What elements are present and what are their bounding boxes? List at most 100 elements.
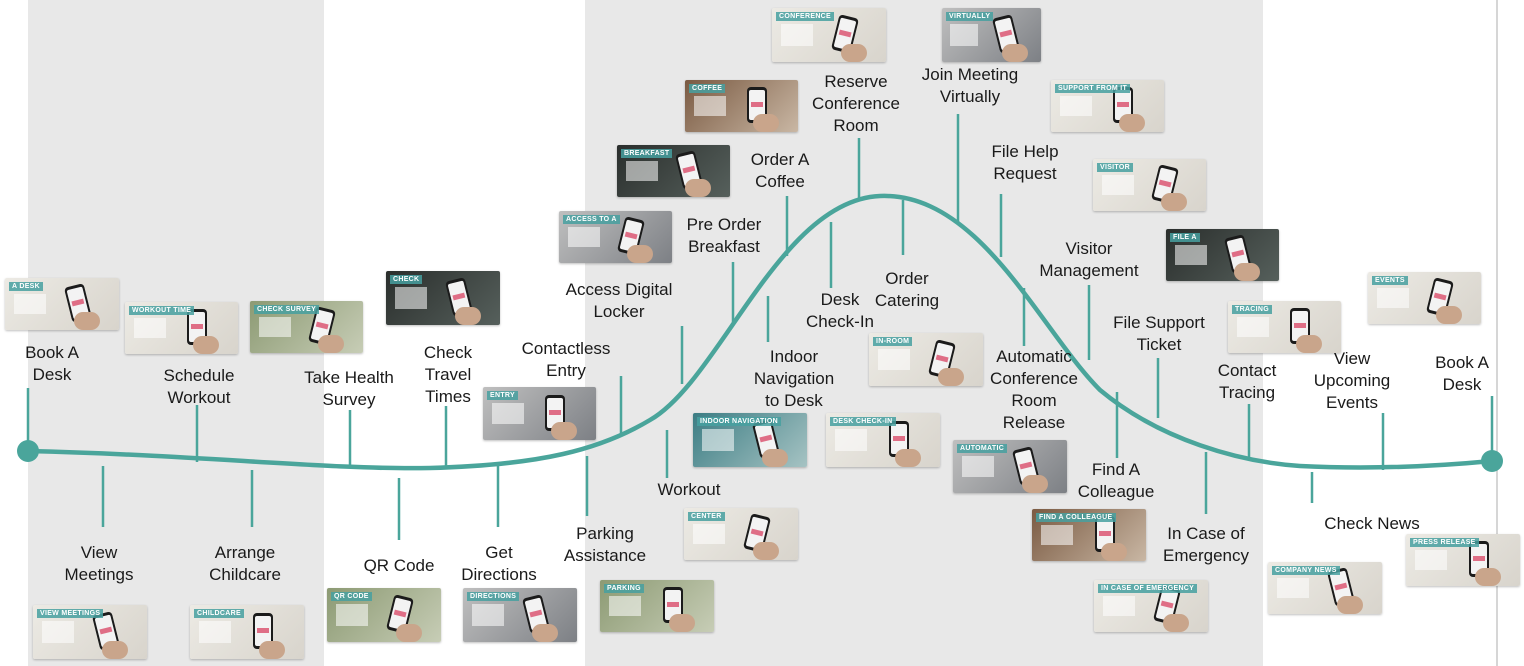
hand-icon [1474, 568, 1501, 586]
thumbnail-window [492, 402, 524, 425]
thumbnail-window [1415, 549, 1448, 571]
thumbnail-caption: FIND A COLLEAGUE [1036, 513, 1116, 522]
thumbnail-caption: IN-ROOM [873, 337, 913, 346]
thumbnail-caption: CHILDCARE [194, 609, 244, 618]
thumbnail-caption: COFFEE [689, 84, 726, 93]
thumbnail-check-survey: CHECK SURVEY [250, 301, 363, 353]
hand-icon [627, 245, 654, 263]
thumbnail-support-it: SUPPORT FROM IT [1051, 80, 1164, 132]
thumbnail-directions: DIRECTIONS [463, 588, 577, 642]
hand-icon [258, 641, 285, 659]
thumbnail-window [702, 429, 735, 451]
journey-start-marker [17, 440, 39, 462]
background-band-right-edge [1496, 0, 1498, 666]
thumbnail-caption: VIEW MEETINGS [37, 609, 104, 618]
hand-icon [1162, 614, 1189, 632]
thumbnail-caption: PARKING [604, 584, 644, 593]
thumbnail-breakfast: BREAKFAST [617, 145, 730, 197]
thumbnail-entry: ENTRY [483, 387, 596, 440]
thumbnail-caption: VIRTUALLY [946, 12, 994, 21]
thumbnail-window [962, 455, 995, 478]
hand-icon [395, 624, 422, 642]
hand-icon [752, 542, 779, 560]
hand-icon [551, 422, 578, 440]
phone-icon [888, 421, 909, 457]
thumbnail-window [134, 317, 166, 339]
thumbnail-caption: FILE A [1170, 233, 1200, 242]
thumbnail-window [1060, 95, 1092, 117]
hand-icon [1119, 114, 1146, 132]
thumbnail-caption: TRACING [1232, 305, 1272, 314]
thumbnail-access-locker: ACCESS TO A [559, 211, 672, 263]
hand-icon [1296, 335, 1323, 353]
thumbnail-window [259, 316, 291, 338]
thumbnail-caption: A DESK [9, 282, 43, 291]
thumbnail-caption: QR CODE [331, 592, 372, 601]
thumbnail-window [14, 293, 47, 315]
thumbnail-caption: ENTRY [487, 391, 518, 400]
label-workout: Workout [657, 480, 721, 499]
hand-icon [531, 624, 558, 642]
thumbnail-window [781, 24, 814, 46]
hand-icon [1161, 193, 1188, 211]
thumbnail-caption: CHECK [390, 275, 423, 284]
thumbnail-window [1377, 287, 1409, 309]
thumbnail-caption: WORKOUT TIME [129, 306, 195, 315]
thumbnail-window [199, 621, 232, 643]
hand-icon [1002, 44, 1029, 62]
thumbnail-window [395, 287, 428, 309]
thumbnail-caption: DIRECTIONS [467, 592, 520, 601]
thumbnail-window [1102, 174, 1134, 196]
journey-end-marker [1481, 450, 1503, 472]
thumbnail-window [878, 348, 911, 371]
thumbnail-emergency: IN CASE OF EMERGENCY [1094, 580, 1208, 632]
hand-icon [1336, 596, 1363, 614]
hand-icon [454, 307, 481, 325]
thumbnail-file-ticket: FILE A [1166, 229, 1279, 281]
thumbnail-caption: CHECK SURVEY [254, 305, 320, 314]
thumbnail-window [835, 429, 868, 451]
thumbnail-window [693, 523, 726, 545]
thumbnail-auto-release: AUTOMATIC [953, 440, 1067, 493]
thumbnail-window [1277, 577, 1310, 599]
thumbnail-window [1041, 524, 1074, 546]
thumbnail-window [1103, 595, 1136, 617]
thumbnail-window [949, 24, 978, 46]
hand-icon [685, 179, 712, 197]
thumbnail-window [472, 604, 505, 626]
thumbnail-book-desk-1: A DESK [5, 278, 119, 330]
thumbnail-caption: CENTER [688, 512, 725, 521]
hand-icon [318, 335, 345, 353]
thumbnail-center: CENTER [684, 508, 798, 560]
thumbnail-navigation: INDOOR NAVIGATION [693, 413, 807, 467]
thumbnail-window [42, 621, 75, 643]
thumbnail-news: COMPANY NEWS [1268, 562, 1382, 614]
thumbnail-window [336, 604, 369, 626]
thumbnail-caption: COMPANY NEWS [1272, 566, 1340, 575]
thumbnail-window [1237, 316, 1269, 338]
phone-icon [545, 394, 566, 431]
thumbnail-coffee: COFFEE [685, 80, 798, 132]
hand-icon [193, 336, 220, 354]
hand-icon [73, 312, 100, 330]
thumbnail-view-meetings: VIEW MEETINGS [33, 605, 147, 659]
hand-icon [1021, 475, 1048, 493]
